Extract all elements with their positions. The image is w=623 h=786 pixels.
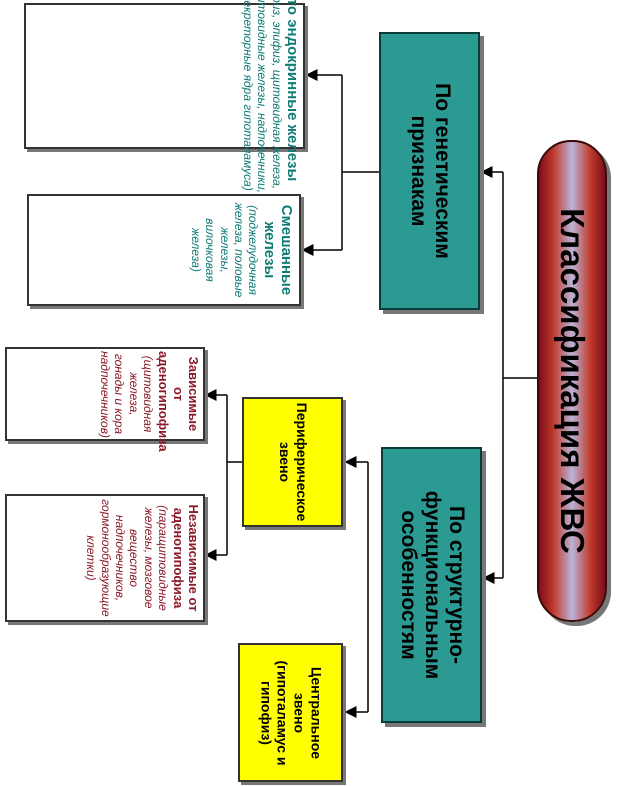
structural-branch-box: По структурно-функциональным особенностя… [381, 447, 482, 723]
peripheral-link-box: Периферическое звено [242, 397, 343, 527]
mixed-glands-box: Смешанные железы (поджелудочная железа, … [27, 194, 301, 306]
central-link-label: Центральное звено (гипоталамус и гипофиз… [257, 660, 325, 765]
dependent-content: Зависимые от аденогипофиза (щитовидная ж… [10, 351, 201, 452]
mixed-glands-detail: (поджелудочная железа, половые железы, в… [188, 202, 261, 298]
peripheral-link-label: Периферическое звено [276, 402, 310, 522]
dependent-box: Зависимые от аденогипофиза (щитовидная ж… [5, 347, 205, 452]
genetic-branch-box: По генетическим признакам [379, 32, 480, 310]
pure-endocrine-heading: Чисто эндокринные железы [283, 0, 301, 182]
structural-branch-label: По структурно-функциональным особенностя… [396, 490, 468, 680]
dependent-heading: Зависимые от аденогипофиза [156, 351, 201, 452]
independent-box: Независимые от аденогипофиза (паращитови… [5, 494, 205, 622]
mixed-glands-content: Смешанные железы (поджелудочная железа, … [33, 200, 295, 300]
dependent-detail: (щитовидная железа, гонады и кора надпоч… [98, 351, 156, 438]
diagram-title: Классификация ЖВС [554, 208, 591, 554]
pure-endocrine-content: Чисто эндокринные железы (гипофиз, эпифи… [29, 0, 301, 208]
genetic-branch-label: По генетическим признакам [406, 83, 454, 259]
independent-detail: (паращитовидные железы, мозговое веществ… [84, 499, 171, 617]
title-box: Классификация ЖВС [537, 140, 607, 622]
mixed-glands-heading: Смешанные железы [260, 204, 295, 296]
independent-content: Независимые от аденогипофиза (паращитови… [10, 498, 201, 618]
central-link-box: Центральное звено (гипоталамус и гипофиз… [238, 643, 343, 782]
pure-endocrine-detail: (гипофиз, эпифиз, щитовидная железа, пар… [240, 0, 284, 193]
pure-endocrine-box: Чисто эндокринные железы (гипофиз, эпифи… [24, 0, 305, 193]
independent-heading: Независимые от аденогипофиза [171, 504, 201, 612]
